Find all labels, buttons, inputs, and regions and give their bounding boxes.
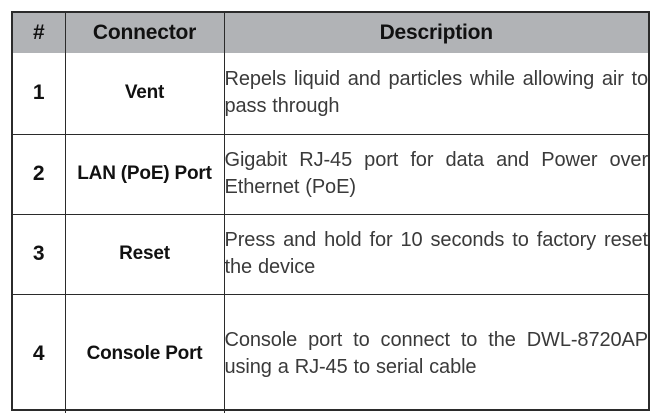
column-header-description: Description: [223, 13, 648, 53]
cell-connector: Console Port: [64, 293, 225, 413]
table-row: 3 Reset Press and hold for 10 seconds to…: [13, 213, 648, 295]
cell-description: Gigabit RJ-45 port for data and Power ov…: [223, 133, 648, 215]
column-header-connector: Connector: [64, 13, 225, 53]
table-header: # Connector Description: [13, 13, 648, 53]
connector-table-container: # Connector Description 1 Vent Repels li…: [11, 11, 650, 413]
cell-number: 3: [13, 213, 66, 295]
cell-connector: Vent: [64, 53, 225, 135]
cell-description: Console port to connect to the DWL-8720A…: [223, 293, 648, 413]
table-row: 2 LAN (PoE) Port Gigabit RJ-45 port for …: [13, 133, 648, 215]
table-row: 4 Console Port Console port to connect t…: [13, 293, 648, 413]
connector-table: # Connector Description 1 Vent Repels li…: [13, 13, 648, 413]
column-header-number: #: [13, 13, 66, 53]
cell-description: Press and hold for 10 seconds to factory…: [223, 213, 648, 295]
table-body: 1 Vent Repels liquid and particles while…: [13, 53, 648, 413]
cell-number: 2: [13, 133, 66, 215]
table-row: 1 Vent Repels liquid and particles while…: [13, 53, 648, 135]
cell-description: Repels liquid and particles while allowi…: [223, 53, 648, 135]
cell-connector: Reset: [64, 213, 225, 295]
cell-connector: LAN (PoE) Port: [64, 133, 225, 215]
cell-number: 1: [13, 53, 66, 135]
table-header-row: # Connector Description: [13, 13, 648, 53]
cell-number: 4: [13, 293, 66, 413]
